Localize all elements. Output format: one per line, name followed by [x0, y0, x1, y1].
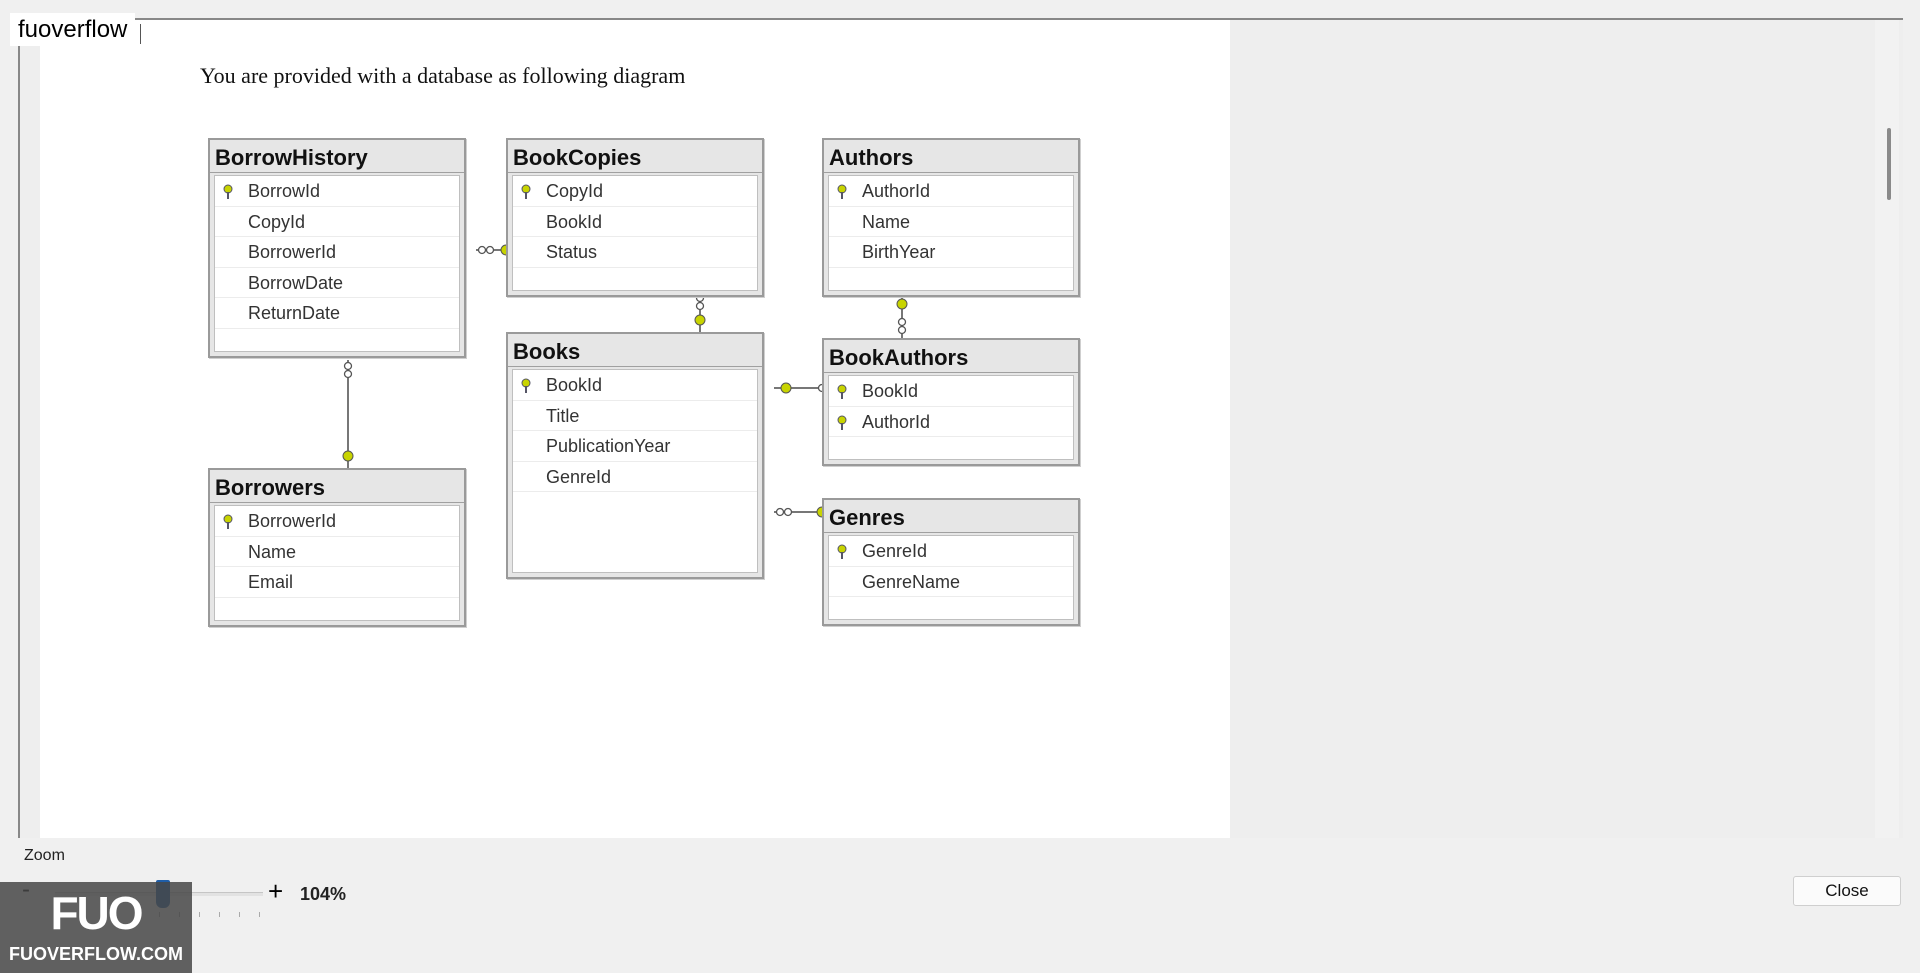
- table-bookauthors: BookAuthors BookId AuthorId: [822, 338, 1080, 466]
- column-row: BookId: [829, 376, 1073, 407]
- primary-key-icon: [837, 184, 847, 199]
- relation-bookcopies-books: [694, 292, 706, 332]
- column-row: BirthYear: [829, 237, 1073, 268]
- relation-borrowhistory-borrowers: [342, 360, 354, 468]
- column-row: Name: [829, 207, 1073, 237]
- table-title: Borrowers: [210, 470, 464, 503]
- document-viewport[interactable]: You are provided with a database as foll…: [18, 18, 1903, 838]
- empty-row: [513, 492, 757, 572]
- zoom-value: 104%: [300, 884, 347, 904]
- empty-row: [829, 268, 1073, 290]
- column-row: Email: [215, 567, 459, 598]
- text-caret: [140, 24, 141, 44]
- primary-key-icon: [223, 514, 233, 529]
- empty-row: [829, 597, 1073, 619]
- primary-key-icon: [521, 378, 531, 393]
- empty-row: [513, 268, 757, 290]
- column-row: ReturnDate: [215, 298, 459, 329]
- table-books: Books BookId Title PublicationYear Genre…: [506, 332, 764, 579]
- column-row: AuthorId: [829, 176, 1073, 207]
- zoom-label: Zoom: [24, 847, 65, 864]
- watermark-logo: FUO: [50, 887, 143, 939]
- table-title: BookAuthors: [824, 340, 1078, 373]
- empty-row: [829, 437, 1073, 459]
- slider-tick: [199, 912, 200, 917]
- primary-key-icon: [223, 184, 233, 199]
- column-row: GenreId: [513, 462, 757, 492]
- close-button[interactable]: Close: [1793, 876, 1901, 906]
- tab-fuoverflow[interactable]: fuoverflow: [10, 13, 136, 46]
- scrollbar-thumb[interactable]: [1887, 128, 1891, 200]
- primary-key-icon: [837, 384, 847, 399]
- column-row: PublicationYear: [513, 431, 757, 462]
- table-title: Genres: [824, 500, 1078, 533]
- column-row: AuthorId: [829, 407, 1073, 437]
- column-row: GenreId: [829, 536, 1073, 567]
- primary-key-icon: [837, 544, 847, 559]
- column-row: BorrowDate: [215, 268, 459, 298]
- table-bookcopies: BookCopies CopyId BookId Status: [506, 138, 764, 297]
- table-borrowhistory: BorrowHistory BorrowId CopyId BorrowerId…: [208, 138, 466, 358]
- primary-key-icon: [837, 415, 847, 430]
- column-row: GenreName: [829, 567, 1073, 597]
- column-row: Status: [513, 237, 757, 268]
- document-heading: You are provided with a database as foll…: [200, 63, 686, 88]
- zoom-in-button[interactable]: +: [268, 876, 284, 906]
- column-row: BorrowerId: [215, 506, 459, 537]
- empty-row: [215, 598, 459, 620]
- document-page: You are provided with a database as foll…: [40, 20, 1230, 838]
- column-row: BorrowerId: [215, 237, 459, 268]
- slider-tick: [259, 912, 260, 917]
- column-row: Name: [215, 537, 459, 567]
- empty-row: [215, 329, 459, 351]
- slider-tick: [239, 912, 240, 917]
- watermark-site: FUOVERFLOW.COM: [9, 944, 183, 964]
- table-title: BorrowHistory: [210, 140, 464, 173]
- table-borrowers: Borrowers BorrowerId Name Email: [208, 468, 466, 627]
- fuoverflow-watermark: FUO FUOVERFLOW.COM: [0, 882, 192, 973]
- table-genres: Genres GenreId GenreName: [822, 498, 1080, 626]
- table-title: Books: [508, 334, 762, 367]
- column-row: BookId: [513, 207, 757, 237]
- column-row: CopyId: [513, 176, 757, 207]
- table-title: BookCopies: [508, 140, 762, 173]
- column-row: BorrowId: [215, 176, 459, 207]
- relation-authors-bookauthors: [896, 292, 908, 338]
- column-row: BookId: [513, 370, 757, 401]
- primary-key-icon: [521, 184, 531, 199]
- slider-tick: [219, 912, 220, 917]
- column-row: Title: [513, 401, 757, 431]
- table-authors: Authors AuthorId Name BirthYear: [822, 138, 1080, 297]
- column-row: CopyId: [215, 207, 459, 237]
- table-title: Authors: [824, 140, 1078, 173]
